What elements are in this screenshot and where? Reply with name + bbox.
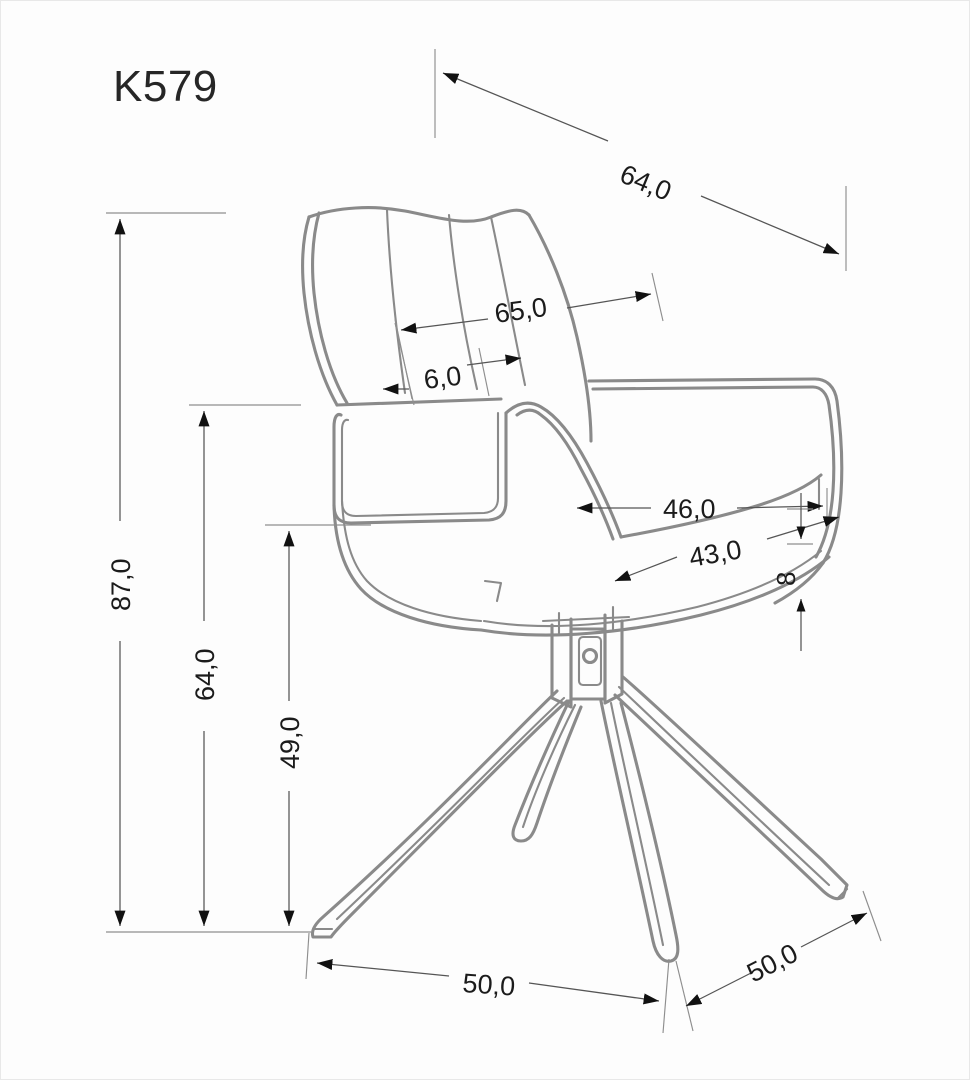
dimension-height-87: 87,0 <box>106 212 311 933</box>
dim-line-base-left-a <box>316 959 450 977</box>
armrest-rail-outer <box>504 401 623 539</box>
dimension-seat-46: 46,0 <box>576 488 828 531</box>
armrest-left-panel-inner <box>340 411 500 518</box>
backrest-seam-2 <box>447 213 479 391</box>
swivel-base-group <box>310 605 849 963</box>
dimension-label-depth: 64,0 <box>616 159 676 207</box>
dimension-label-seat-width: 46,0 <box>663 494 716 524</box>
leg-rear-right-seam <box>617 685 831 887</box>
chair-body-group <box>301 206 844 637</box>
right-arm-lower-sweep <box>773 561 825 605</box>
dimension-height-64: 64,0 <box>189 404 301 927</box>
dim-line-base-right-a <box>685 971 754 1007</box>
seat-side-outline-inner <box>340 499 483 623</box>
dimension-label-base-span-right: 50,0 <box>742 938 802 989</box>
leg-rear-right-foot <box>835 887 849 901</box>
right-arm-post-outer <box>587 377 844 565</box>
dim-line-seat43-a <box>614 556 678 582</box>
dimension-thickness-8: 8 <box>771 493 813 651</box>
dimension-label-base-span-left: 50,0 <box>462 968 517 1002</box>
seat-top-surface <box>619 473 823 539</box>
seat-side-outline <box>332 503 483 632</box>
ext-line-base-left-b <box>662 958 670 1034</box>
column-top-plate <box>541 615 631 623</box>
dimension-base-50-left: 50,0 <box>305 932 670 1034</box>
ext-line-base-left-a <box>305 932 310 980</box>
backrest-seam-1 <box>385 208 407 395</box>
right-arm-post-inner <box>591 385 836 559</box>
backrest-rear-outline <box>301 215 339 407</box>
dimension-label-backrest-height: 64,0 <box>190 648 220 701</box>
page-title: K579 <box>113 62 218 111</box>
dimension-label-seat-depth: 43,0 <box>687 534 744 573</box>
leg-rear-right <box>613 675 849 901</box>
dim-line-panel-b <box>466 354 522 366</box>
dim-line-base-right-b <box>800 912 868 948</box>
dimension-seat-43: 43,0 <box>614 516 840 582</box>
ext-line-base-right-b <box>862 890 882 942</box>
seat-bottom-surface <box>479 555 831 637</box>
dim-line-base-left-b <box>528 982 660 1005</box>
dimension-label-backrest-width: 65,0 <box>493 292 549 329</box>
dim-line-depth-b <box>700 195 840 255</box>
seat-back-junction <box>483 579 503 603</box>
backrest-top-edge <box>307 206 531 223</box>
ext-line-panel-right <box>478 347 490 397</box>
leg-front-left-seam <box>335 696 566 921</box>
ext-line-panel-left <box>394 322 415 406</box>
leg-front-right-seam <box>609 701 665 947</box>
seat-bottom-surface-inner <box>482 549 823 628</box>
backrest-rear-inner <box>311 211 349 405</box>
dimension-label-panel-width: 6,0 <box>422 361 463 395</box>
leg-front-right <box>599 699 680 963</box>
dimension-label-seat-thickness: 8 <box>771 572 801 586</box>
dim-line-backrest-a <box>400 318 489 334</box>
dim-line-backrest-b <box>566 291 652 309</box>
dimension-height-49: 49,0 <box>265 524 371 927</box>
column-center-block <box>569 627 607 701</box>
dimension-label-total-height: 87,0 <box>106 558 136 611</box>
leg-rear-left <box>511 699 583 843</box>
pivot-bolt-icon <box>581 647 599 665</box>
armrest-left-panel <box>332 411 508 525</box>
dimension-label-seat-height: 49,0 <box>275 716 305 769</box>
armrest-rail-inner <box>515 408 615 541</box>
dimension-base-50-right: 50,0 <box>675 890 882 1032</box>
dim-line-depth-a <box>442 72 609 142</box>
backrest-bottom-edge <box>335 397 503 407</box>
backrest-front-outline <box>527 213 593 443</box>
ext-line-base-right-a <box>675 960 694 1032</box>
dimension-panel-6: 6,0 <box>382 322 522 406</box>
ext-line-backrest-right <box>651 272 664 322</box>
dim-line-seat46-b <box>736 500 824 512</box>
leg-rear-left-seam <box>521 703 577 829</box>
leg-front-left <box>310 689 569 939</box>
pivot-housing <box>577 635 603 687</box>
dimension-depth-64: 64,0 <box>434 49 847 271</box>
